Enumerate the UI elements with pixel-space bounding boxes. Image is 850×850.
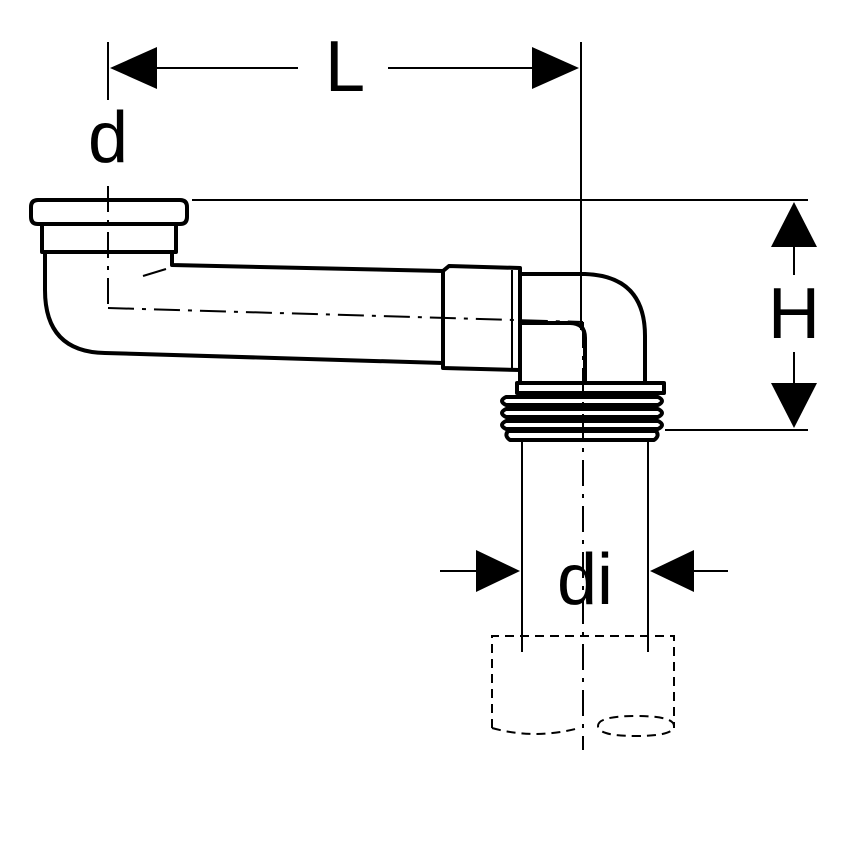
h-label: H	[768, 274, 820, 354]
dashed-pipe-outline	[491, 635, 675, 728]
l-label: L	[325, 27, 365, 107]
thread-ridge-3	[500, 419, 664, 431]
d-label: d	[88, 98, 128, 178]
bend-body	[43, 250, 445, 365]
extension-lines	[107, 42, 808, 652]
dimension-l: L	[110, 27, 579, 107]
l-arrow-right	[532, 47, 579, 89]
dimension-di: di	[440, 540, 728, 620]
thread-bottom	[504, 429, 660, 442]
right-elbow	[518, 272, 647, 385]
socket-rim	[29, 198, 189, 226]
l-arrow-left	[110, 47, 157, 89]
center-lines	[107, 186, 584, 750]
thread-ridge-2	[500, 407, 664, 419]
left-socket	[29, 198, 445, 365]
dashed-pipe-end-left	[491, 727, 580, 735]
di-arrow-left	[476, 550, 520, 592]
elbow-body	[518, 272, 647, 385]
sleeve-outline	[441, 264, 522, 372]
di-arrow-right	[650, 550, 694, 592]
dimension-h: H	[768, 202, 820, 428]
pipe-axis	[107, 307, 584, 323]
threaded-connection	[500, 381, 666, 442]
connected-pipe-dashed	[491, 635, 676, 738]
h-arrow-bottom	[771, 383, 817, 428]
dashed-pipe-end-right	[597, 714, 676, 738]
di-label: di	[557, 540, 613, 620]
thread-top-collar	[515, 381, 666, 395]
bend-inner-hint	[142, 268, 167, 277]
h-arrow-top	[771, 202, 817, 247]
thread-ridge-1	[500, 395, 664, 407]
